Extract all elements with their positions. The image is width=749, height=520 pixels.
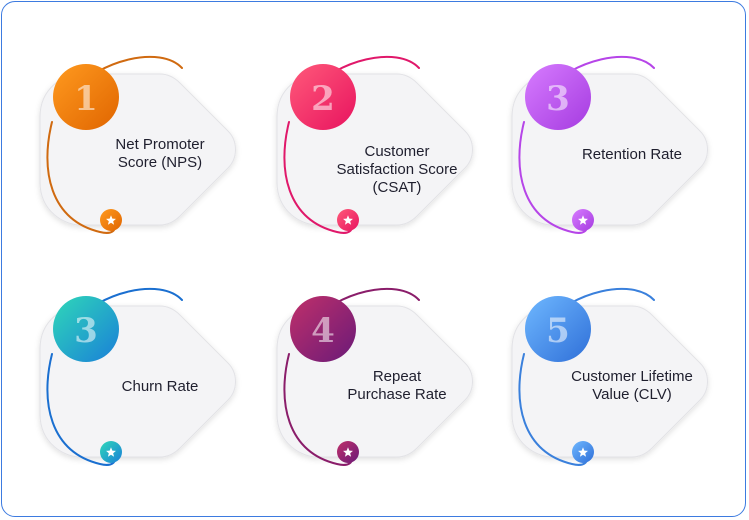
star-icon	[578, 447, 588, 457]
star-icon	[578, 215, 588, 225]
card-4-label-line-1: Churn Rate	[121, 378, 199, 395]
card-2: 2 Customer Satisfaction Score (CSAT)	[276, 50, 477, 250]
card-2-shape: 2	[276, 55, 473, 234]
card-1: 1 Net Promoter Score (NPS)	[39, 50, 240, 250]
card-1-label: Net Promoter Score (NPS)	[60, 136, 260, 172]
card-2-label-line-3: (CSAT)	[372, 179, 422, 196]
card-4-label: Churn Rate	[60, 378, 260, 396]
star-icon	[106, 215, 116, 225]
card-3-number-circle	[525, 64, 591, 130]
card-1-shape: 1	[39, 55, 236, 234]
star-icon	[106, 447, 116, 457]
card-3-label-line-1: Retention Rate	[581, 146, 683, 163]
card-6: 5 Customer Lifetime Value (CLV)	[511, 282, 712, 482]
card-6-shape: 5	[511, 287, 708, 466]
card-5-label-line-1: Repeat	[372, 368, 422, 385]
card-1-label-line-2: Score (NPS)	[117, 154, 203, 171]
card-3: 3 Retention Rate	[511, 50, 712, 250]
card-2-number: 2	[311, 79, 335, 119]
card-4-number: 3	[74, 311, 98, 351]
card-3-number: 3	[546, 79, 570, 119]
card-4: 3 Churn Rate	[39, 282, 240, 482]
card-5-shape: 4	[276, 287, 473, 466]
card-6-label: Customer Lifetime Value (CLV)	[532, 368, 732, 404]
card-5-number-circle	[290, 296, 356, 362]
card-6-number: 5	[546, 311, 570, 351]
card-2-label-line-1: Customer	[364, 143, 430, 160]
card-5-number: 4	[311, 311, 335, 351]
card-5: 4 Repeat Purchase Rate	[276, 282, 477, 482]
card-2-number-circle	[290, 64, 356, 130]
card-2-label-line-2: Satisfaction Score	[336, 161, 458, 178]
card-4-number-circle	[53, 296, 119, 362]
card-6-number-circle	[525, 296, 591, 362]
card-6-label-line-1: Customer Lifetime	[571, 368, 693, 385]
card-2-label: Customer Satisfaction Score (CSAT)	[297, 143, 497, 197]
card-6-label-line-2: Value (CLV)	[592, 386, 672, 403]
card-5-label-line-2: Purchase Rate	[347, 386, 447, 403]
card-1-number-circle	[53, 64, 119, 130]
card-1-label-line-1: Net Promoter	[115, 136, 205, 153]
card-3-label: Retention Rate	[532, 146, 732, 164]
card-5-label: Repeat Purchase Rate	[297, 368, 497, 404]
card-4-shape: 3	[39, 287, 236, 466]
card-1-number: 1	[74, 79, 98, 119]
card-3-shape: 3	[511, 55, 708, 234]
star-icon	[343, 215, 353, 225]
star-icon	[343, 447, 353, 457]
